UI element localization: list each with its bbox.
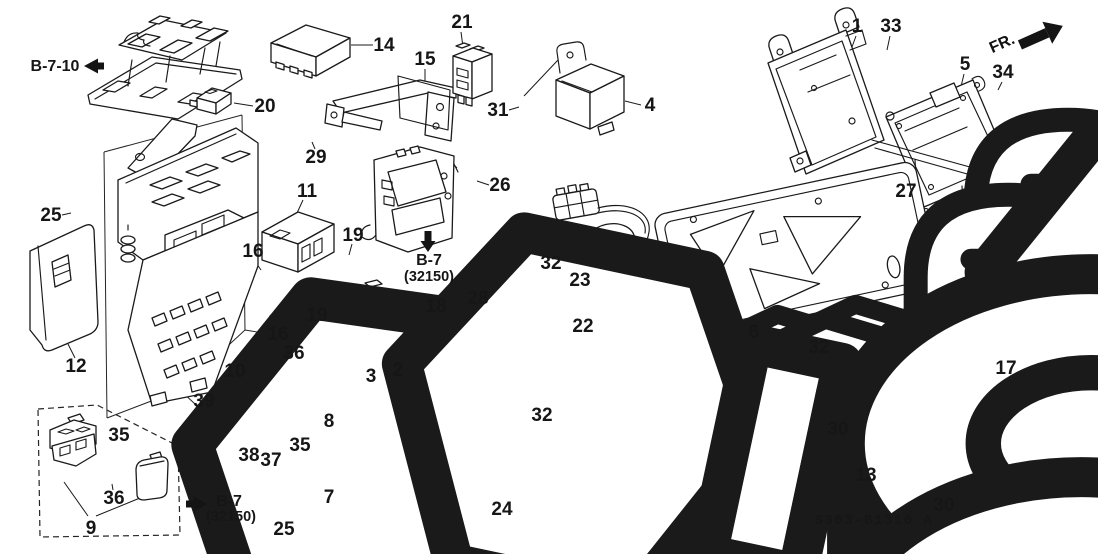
callout-37: 37 [260,450,281,471]
part-11-relay [261,211,335,273]
callout-35-left: 35 [108,425,130,446]
callout-9: 9 [86,518,97,539]
callout-32-a: 32 [808,337,829,358]
part-12-cover [29,224,99,352]
callout-27: 27 [895,181,916,202]
callout-22: 22 [572,316,593,337]
callout-1: 1 [852,16,863,37]
diagram-code: S303-B1310 A [815,513,934,529]
callout-13: 13 [855,465,876,486]
callout-28: 28 [467,288,488,309]
b7-10-arrow-left-icon [84,58,104,74]
ref-b7-right: B-7 [216,493,242,510]
part-1-bracket-plate [767,7,885,175]
ref-b7-down-code: (32150) [404,269,454,285]
harness-box-outline-9 [37,404,181,538]
b7-arrow-down-icon [420,231,436,252]
part-14-box [270,24,351,79]
callout-3: 3 [366,366,377,387]
callout-30-b: 30 [933,495,954,516]
callout-25-b: 25 [273,519,295,540]
callout-34: 34 [992,62,1014,83]
part-7-center-bracket [361,75,459,253]
callout-19-a: 19 [342,225,363,246]
callout-labels: B-7-10 20 14 15 21 31 4 1 33 5 34 27 29 … [31,12,1018,540]
callout-15: 15 [414,49,436,70]
callout-4: 4 [645,95,656,116]
callout-23: 23 [569,270,590,291]
callout-16-b: 16 [267,324,288,345]
callout-35-right: 35 [289,435,311,456]
fr-direction-label: FR. [987,31,1017,57]
callout-11: 11 [297,181,318,202]
callout-17: 17 [995,358,1016,379]
callout-10: 10 [224,361,245,382]
callout-32-b: 32 [540,253,561,274]
callout-33: 33 [880,16,901,37]
callout-19-b: 19 [306,305,327,326]
part-9-connector-set [49,413,169,501]
callout-7: 7 [324,487,335,508]
ref-b7-10: B-7-10 [31,58,80,75]
callout-26: 26 [489,175,510,196]
callout-16-a: 16 [242,241,263,262]
callout-25-a: 25 [40,205,62,226]
callout-18: 18 [425,296,446,317]
part-4-control-unit [555,41,625,136]
callout-8: 8 [324,411,335,432]
callout-5: 5 [960,54,971,75]
callout-36-left: 36 [103,488,124,509]
fr-direction-arrow-icon [1017,21,1063,50]
callout-21: 21 [451,12,473,33]
part-b710-board [87,15,243,120]
callout-14: 14 [373,35,395,56]
part-7-fusebox-left [117,118,259,407]
callout-29: 29 [305,147,326,168]
callout-32-c: 32 [531,405,552,426]
callout-20: 20 [254,96,275,117]
part-21-relay [452,42,493,107]
ref-b7-right-code: (32150) [206,509,256,525]
callout-31: 31 [487,100,509,121]
callout-39: 39 [193,391,214,412]
callout-24: 24 [491,499,513,520]
part-15-bracket [324,79,457,142]
callout-36-mid: 36 [283,343,304,364]
part-20-relay [189,87,232,115]
callout-2: 2 [393,360,404,381]
callout-12: 12 [65,356,86,377]
callout-30-a: 30 [827,419,848,440]
callout-38: 38 [238,445,259,466]
ref-b7-down: B-7 [416,252,442,269]
b7-arrow-right-icon [186,496,207,512]
callout-6: 6 [749,322,760,343]
